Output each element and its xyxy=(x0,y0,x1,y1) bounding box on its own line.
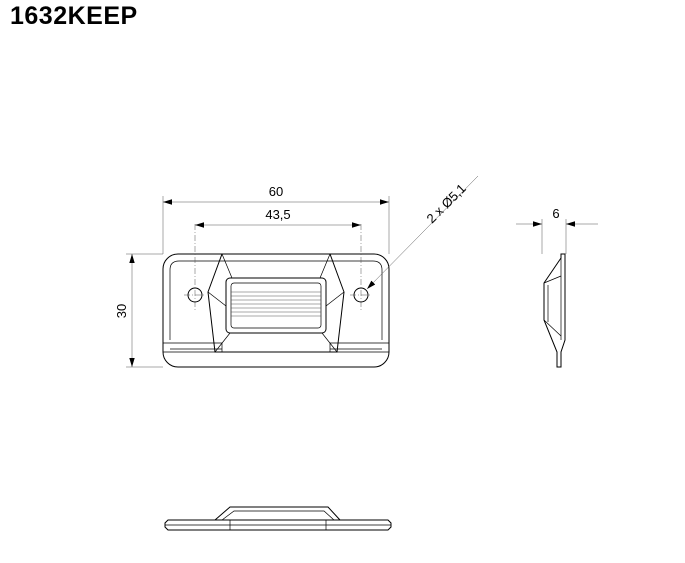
dim-60-label: 60 xyxy=(269,184,283,199)
plate-inner-edge xyxy=(169,260,383,340)
dim-hole-spacing: 43,5 xyxy=(195,207,361,228)
hole-callout: 2 x Ø5,1 xyxy=(366,175,479,290)
side-view xyxy=(543,253,566,368)
front-view xyxy=(162,224,390,368)
dim-30-label: 30 xyxy=(114,304,129,318)
ramp-outline xyxy=(207,253,345,353)
dim-thickness: 6 xyxy=(516,206,598,254)
dim-overall-width: 60 xyxy=(162,184,390,254)
strike-pocket xyxy=(225,277,327,334)
dim-6-label: 6 xyxy=(552,206,559,221)
plate-outline xyxy=(162,253,390,368)
hole-callout-label: 2 x Ø5,1 xyxy=(424,181,469,226)
drawing-title: 1632KEEP xyxy=(10,2,138,30)
bottom-view xyxy=(164,506,392,531)
dim-height: 30 xyxy=(114,253,163,368)
dim-43-5-label: 43,5 xyxy=(265,207,290,222)
